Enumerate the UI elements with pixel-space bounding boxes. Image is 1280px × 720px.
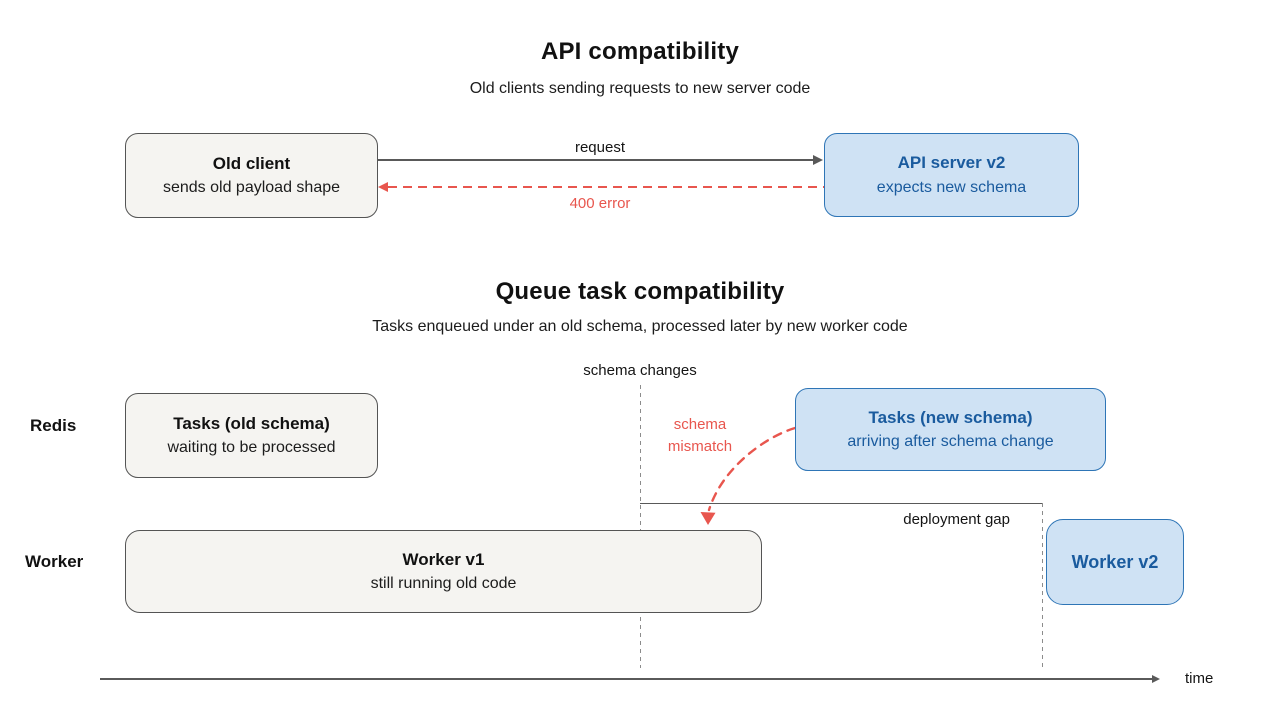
arrowhead-left-icon [378,182,388,192]
old-client-title: Old client [212,153,291,173]
queue-section-title: Queue task compatibility [495,278,785,305]
old-client-subtitle: sends old payload shape [162,179,341,197]
tasks-old-subtitle: waiting to be processed [167,439,336,457]
tasks-new-title: Tasks (new schema) [868,407,1033,427]
schema-mismatch-line1: schema [673,416,727,433]
api-server-v2-subtitle: expects new schema [876,178,1027,196]
row-label-redis: Redis [30,416,77,435]
schema-mismatch-arrow [700,426,797,525]
time-label: time [1185,670,1214,687]
schema-mismatch-label: schema mismatch [640,414,760,458]
worker-v1-subtitle: still running old code [370,575,517,593]
tasks-old-schema-box: Tasks (old schema) waiting to be process… [125,393,378,478]
worker-v2-title: Worker v2 [1071,551,1159,572]
request-label: request [574,139,626,156]
schema-mismatch-line2: mismatch [667,437,733,455]
queue-section-subtitle: Tasks enqueued under an old schema, proc… [372,318,908,335]
api-server-v2-title: API server v2 [897,153,1006,173]
worker-v1-box: Worker v1 still running old code [125,530,762,613]
api-section-title: API compatibility [540,38,740,65]
tasks-new-subtitle: arriving after schema change [847,433,1054,451]
error-label: 400 error [569,195,631,212]
schema-changes-label: schema changes [583,362,697,379]
arrowhead-right-icon [813,155,823,165]
time-axis-arrowhead-icon [1152,675,1160,683]
arrowhead-down-icon [700,512,716,525]
old-client-box: Old client sends old payload shape [125,133,378,218]
worker-v1-title: Worker v1 [402,549,485,569]
tasks-old-title: Tasks (old schema) [173,413,330,433]
row-label-worker: Worker [25,552,84,571]
deployment-gap-label: deployment gap [903,511,1010,528]
api-section-subtitle: Old clients sending requests to new serv… [469,80,811,97]
time-axis-line [100,678,1152,680]
worker-v2-start-line [1042,503,1043,668]
tasks-new-schema-box: Tasks (new schema) arriving after schema… [795,388,1106,471]
deployment-gap-line [640,503,1042,504]
error-arrow-line [388,186,824,188]
request-arrow-line [378,159,815,161]
schema-change-line [640,385,641,668]
worker-v2-box: Worker v2 [1046,519,1184,605]
api-server-v2-box: API server v2 expects new schema [824,133,1079,217]
